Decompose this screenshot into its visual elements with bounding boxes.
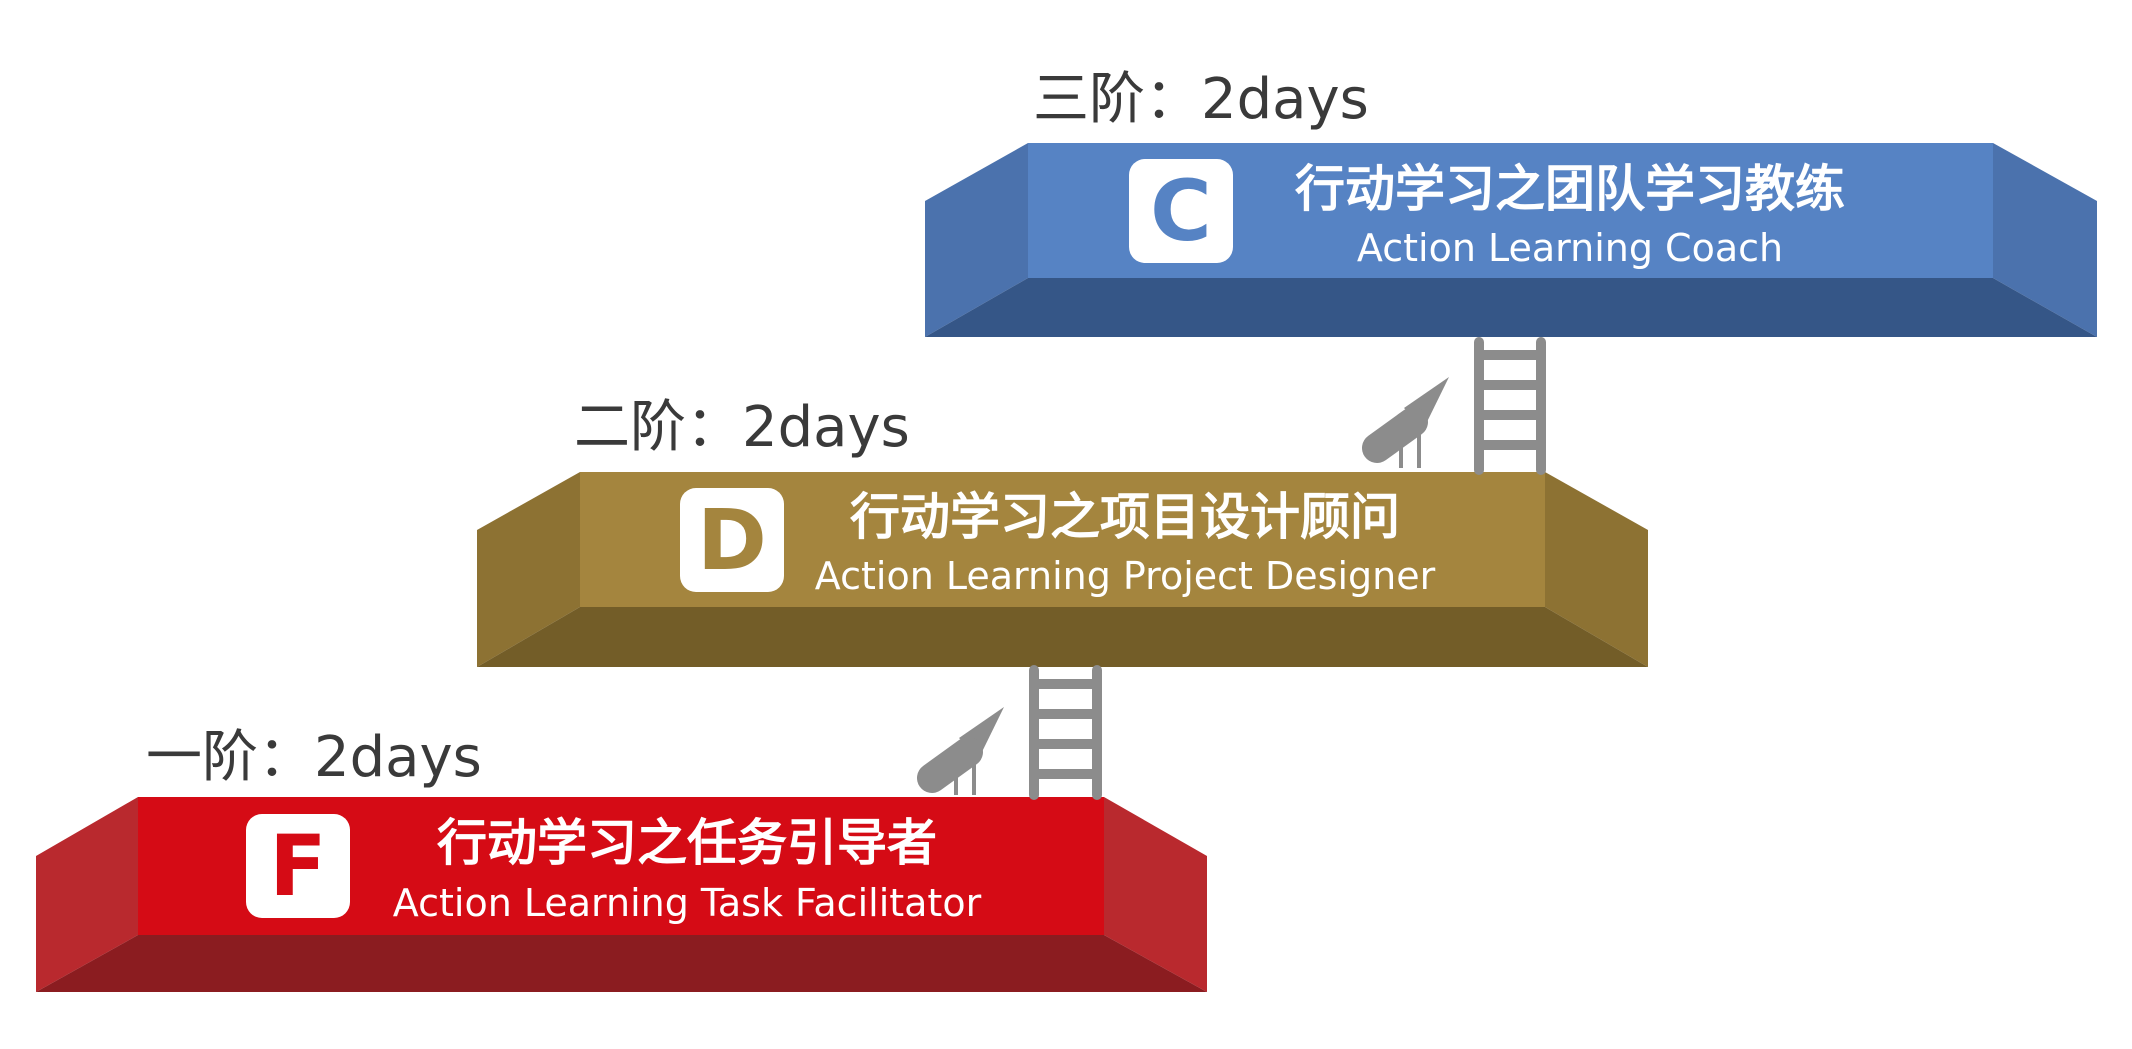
stage-2-title-en: Action Learning Project Designer xyxy=(814,554,1436,598)
platform-1-right-side xyxy=(1104,797,1207,992)
ladder-icon xyxy=(1474,337,1546,475)
stage-2-label: 二阶：2days xyxy=(574,395,910,460)
platform-2-right-side xyxy=(1545,472,1648,667)
platform-2-bottom xyxy=(477,607,1648,667)
stage-3-label: 三阶：2days xyxy=(1033,67,1369,132)
platform-3-right-side xyxy=(1993,143,2097,337)
stage-1-label: 一阶：2days xyxy=(146,725,482,790)
platform-1-bottom xyxy=(36,935,1207,992)
platform-1-left-side xyxy=(36,797,138,992)
platform-2-left-side xyxy=(477,472,580,667)
stage-1-title-cn: 行动学习之任务引导者 xyxy=(437,814,937,872)
arrow-up-right-icon xyxy=(917,707,1004,795)
stage-2-title-cn: 行动学习之项目设计顾问 xyxy=(850,488,1400,546)
stage-1-letter-badge: F xyxy=(246,814,350,918)
arrow-up-right-icon xyxy=(1362,377,1449,468)
stage-3-letter-badge: C xyxy=(1129,159,1233,263)
stage-3-title-en: Action Learning Coach xyxy=(1356,226,1784,270)
stage-3-title-cn: 行动学习之团队学习教练 xyxy=(1295,160,1845,218)
stage-2-letter-badge: D xyxy=(680,488,784,592)
ladder-icon xyxy=(1029,665,1102,800)
platform-3-left-side xyxy=(925,143,1028,337)
stage-1-title-en: Action Learning Task Facilitator xyxy=(392,881,982,925)
platform-3-bottom xyxy=(925,278,2097,337)
